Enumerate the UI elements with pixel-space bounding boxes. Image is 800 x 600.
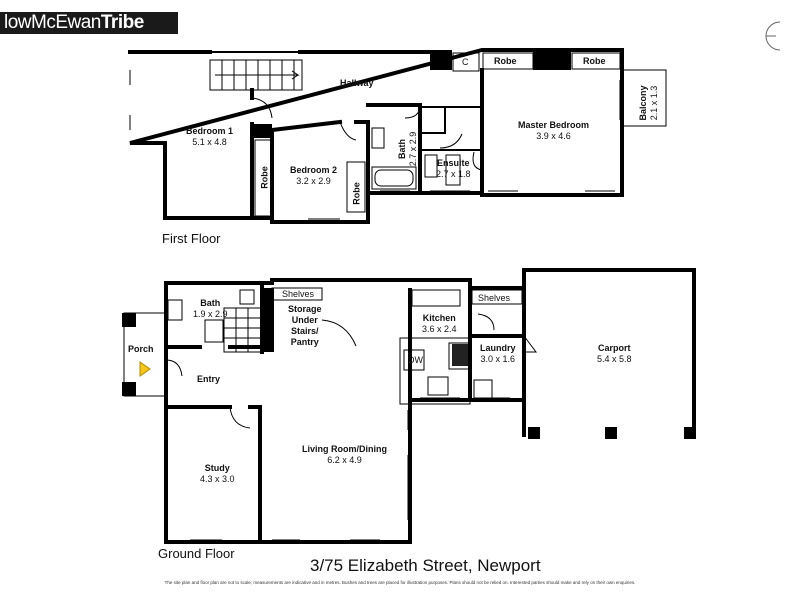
room-label-porch: Porch xyxy=(128,344,154,354)
entry-arrow-icon xyxy=(139,361,151,377)
room-label-robe-master-1: Robe xyxy=(494,56,517,66)
room-label-robe-master-2: Robe xyxy=(583,56,606,66)
room-label-shelves-2: Shelves xyxy=(478,293,511,303)
compass-icon xyxy=(765,21,781,51)
room-label-dishwasher: DW xyxy=(408,355,423,365)
property-address: 3/75 Elizabeth Street, Newport xyxy=(310,556,541,575)
ground-floor-walls xyxy=(164,268,696,544)
room-label-hallway: Hallway xyxy=(340,78,374,88)
room-label-cupboard: C xyxy=(462,57,469,67)
agency-logo: lowMcEwanTribe xyxy=(0,12,178,34)
room-label-robe-bedroom-1: Robe xyxy=(259,166,270,189)
first-floor-walls xyxy=(128,48,624,224)
disclaimer-text: The site plan and floor plan are not to … xyxy=(164,580,636,585)
first-floor-title: First Floor xyxy=(162,231,221,246)
room-label-robe-bedroom-2: Robe xyxy=(351,182,362,205)
ground-floor-blocks xyxy=(122,288,696,439)
first-floor-blocks xyxy=(252,50,571,138)
ground-floor-details xyxy=(123,287,537,541)
ground-floor-title: Ground Floor xyxy=(158,546,235,561)
room-label-entry: Entry xyxy=(197,374,221,384)
room-label-shelves-1: Shelves xyxy=(282,289,315,299)
